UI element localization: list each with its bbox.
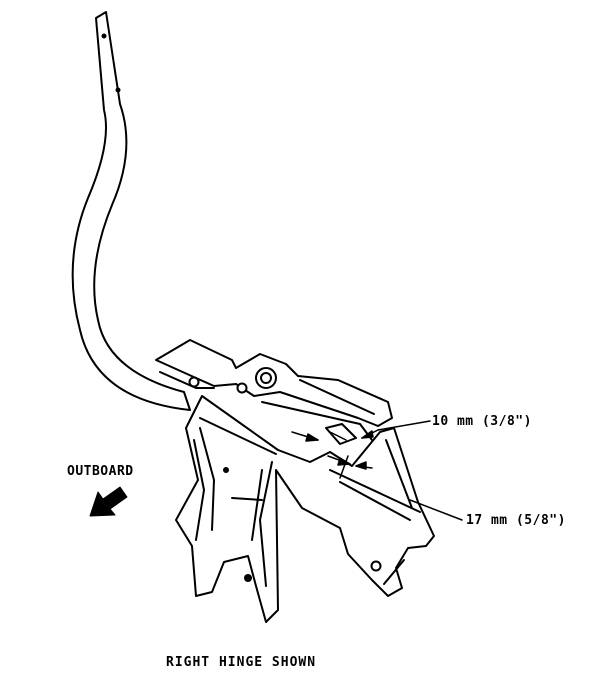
bracket-hole-upper [223, 467, 229, 473]
bracket-hole-right [370, 560, 382, 572]
hinge-pin [255, 367, 277, 389]
hinge-bolt-left [188, 376, 200, 388]
hinge-bolt-right [236, 382, 248, 394]
hinge-arm [71, 11, 191, 411]
lower-bracket [175, 395, 435, 623]
arm-hole-top [101, 33, 107, 39]
reference-block [325, 423, 357, 445]
dimension-label-17mm: 17 mm (5/8") [466, 513, 566, 528]
arrow-down-left-icon [89, 486, 128, 517]
dimension-label-10mm: 10 mm (3/8") [432, 414, 532, 429]
upper-hinge-leaf [155, 339, 393, 441]
direction-label: OUTBOARD [67, 464, 134, 479]
bracket-hole-lower [244, 574, 252, 582]
diagram-caption: RIGHT HINGE SHOWN [166, 655, 317, 670]
dimension-callouts [291, 420, 463, 521]
arm-hole-bottom [115, 87, 121, 93]
